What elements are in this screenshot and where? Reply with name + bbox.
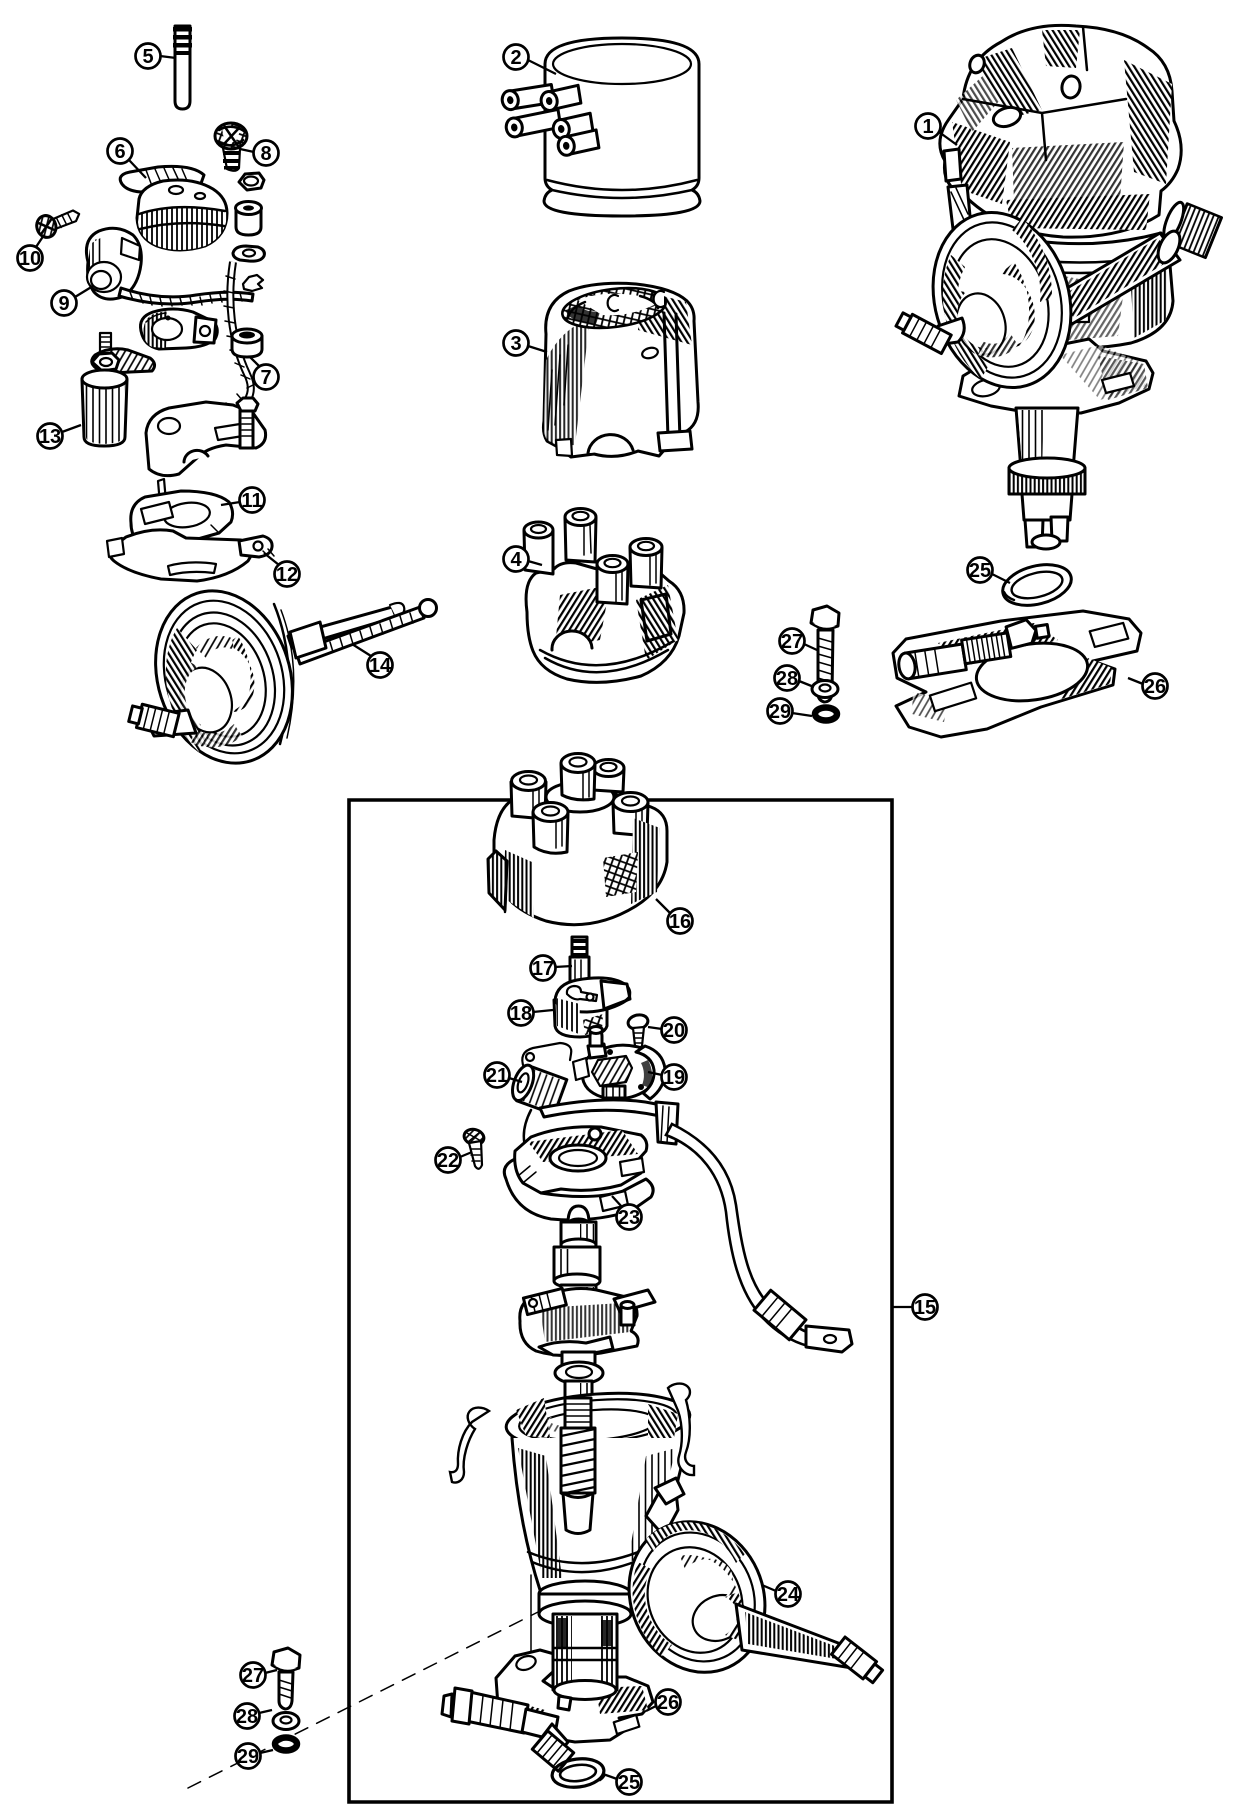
svg-text:16: 16 xyxy=(669,911,691,933)
svg-text:2: 2 xyxy=(510,47,521,69)
svg-text:8: 8 xyxy=(260,143,271,165)
svg-text:3: 3 xyxy=(510,333,521,355)
svg-text:9: 9 xyxy=(58,293,69,315)
svg-text:25: 25 xyxy=(618,1772,640,1794)
svg-text:28: 28 xyxy=(236,1706,258,1728)
svg-text:29: 29 xyxy=(237,1746,259,1768)
svg-text:26: 26 xyxy=(657,1692,679,1714)
svg-text:18: 18 xyxy=(510,1003,532,1025)
svg-text:14: 14 xyxy=(369,655,392,677)
svg-text:20: 20 xyxy=(663,1020,685,1042)
svg-text:4: 4 xyxy=(510,549,522,571)
svg-text:13: 13 xyxy=(39,426,61,448)
svg-text:24: 24 xyxy=(777,1584,800,1606)
svg-text:17: 17 xyxy=(532,958,554,980)
svg-text:28: 28 xyxy=(776,668,798,690)
svg-text:12: 12 xyxy=(276,564,298,586)
svg-text:19: 19 xyxy=(663,1067,685,1089)
svg-text:7: 7 xyxy=(260,367,271,389)
svg-text:22: 22 xyxy=(437,1150,459,1172)
svg-text:21: 21 xyxy=(486,1065,508,1087)
svg-text:15: 15 xyxy=(914,1297,936,1319)
svg-text:29: 29 xyxy=(769,701,791,723)
svg-text:23: 23 xyxy=(618,1207,640,1229)
svg-text:26: 26 xyxy=(1144,676,1166,698)
svg-text:11: 11 xyxy=(241,490,262,512)
svg-text:25: 25 xyxy=(969,560,991,582)
svg-text:27: 27 xyxy=(242,1665,264,1687)
svg-text:10: 10 xyxy=(19,248,41,270)
svg-text:27: 27 xyxy=(781,631,803,653)
svg-text:5: 5 xyxy=(142,46,153,68)
svg-text:6: 6 xyxy=(114,141,125,163)
svg-text:1: 1 xyxy=(922,116,933,138)
